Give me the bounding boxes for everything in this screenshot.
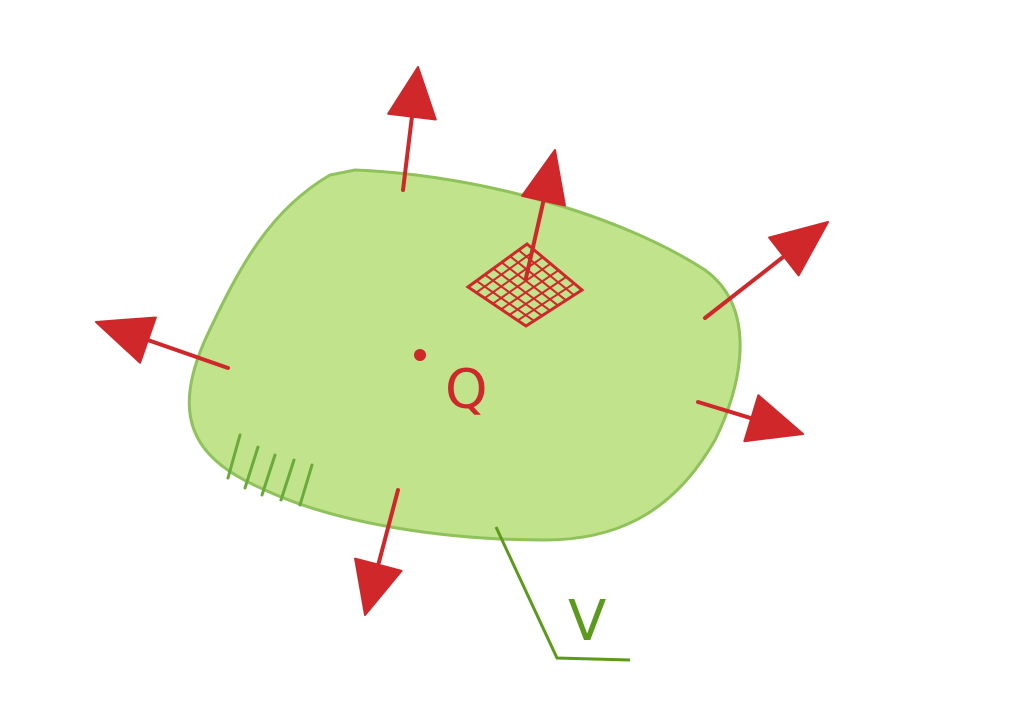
point-q-dot-icon	[414, 349, 426, 361]
patch-grid-line	[500, 269, 559, 311]
normal-arrow-upper-right-icon	[703, 221, 829, 320]
patch-grid-line	[475, 249, 536, 294]
arrow-head	[743, 394, 804, 443]
volume-label: V	[568, 589, 606, 654]
arrow-head	[95, 316, 157, 364]
normal-arrow-bottom-icon	[354, 488, 403, 616]
arrow-head	[354, 557, 403, 616]
normal-arrow-right-icon	[696, 394, 804, 443]
arrow-shaft	[524, 194, 547, 280]
patch-grid-line	[517, 282, 575, 322]
arrow-head	[387, 66, 437, 121]
patch-grid-line	[475, 280, 535, 322]
point-q-label: Q	[445, 358, 488, 421]
arrow-head	[768, 221, 829, 277]
arrow-shaft	[703, 251, 790, 320]
normal-arrow-top-icon	[387, 66, 437, 192]
patch-grid-line	[492, 262, 552, 305]
patch-grid-line	[517, 249, 575, 296]
volume-leader-line	[494, 526, 631, 662]
arrow-shaft	[375, 488, 400, 571]
volume-region	[187, 168, 742, 542]
normal-arrow-patch-icon	[521, 149, 566, 280]
patch-grid-line	[509, 255, 567, 302]
surface-patch-icon	[465, 242, 585, 328]
normal-vectors	[95, 66, 829, 616]
patch-grid-line	[484, 273, 543, 317]
arrow-shaft	[401, 110, 415, 192]
patch-grid-line	[483, 256, 544, 299]
arrow-shaft	[696, 400, 758, 422]
boundary-hatch-marks	[226, 433, 314, 507]
arrow-head	[521, 149, 566, 207]
patch-grid-line	[501, 261, 559, 307]
normal-arrow-left-icon	[95, 316, 230, 370]
patch-grid-line	[508, 276, 567, 316]
arrow-shaft	[142, 336, 230, 370]
patch-grid-line	[492, 267, 551, 312]
